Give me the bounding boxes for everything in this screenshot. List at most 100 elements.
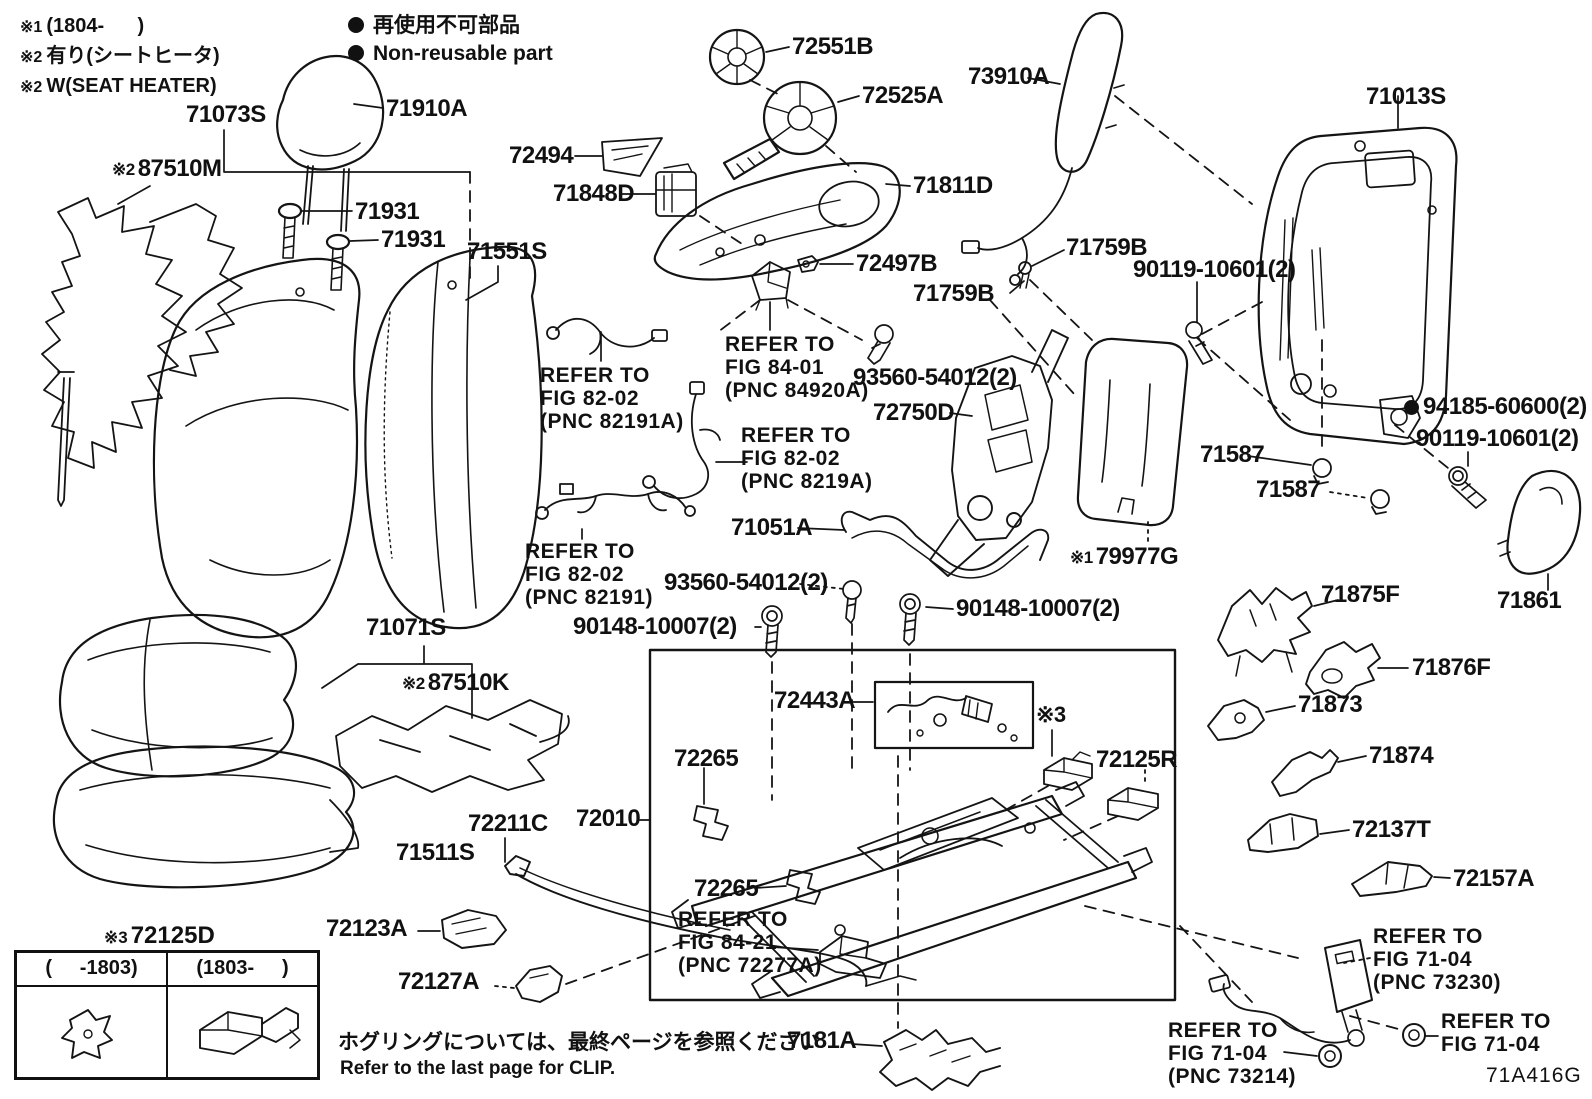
part-label-71876F: 71876F <box>1412 654 1491 681</box>
shield-drawing <box>653 162 901 281</box>
part-label-72125R: 72125R <box>1096 746 1178 773</box>
frame-wire-drawing <box>840 510 1050 579</box>
part-label-71551S: 71551S <box>467 238 547 265</box>
table-header-row: ( -1803) (1803- ) <box>17 953 317 987</box>
part-label-72127A: 72127A <box>398 968 480 995</box>
part-label-71051A: 71051A <box>731 514 813 541</box>
part-label-7181A: 7181A <box>788 1027 857 1054</box>
part-label-90148-10007-b: 90148-10007(2) <box>956 595 1120 622</box>
part-label-72525A: 72525A <box>862 82 944 109</box>
ref-fig-71-04-a: REFER TO FIG 71-04 (PNC 73230) <box>1373 925 1502 994</box>
leader-lines <box>117 46 1549 1057</box>
headrest-drawing <box>276 54 385 232</box>
table-col-after-1803: (1803- ) <box>196 957 289 979</box>
part-label-72443A: 72443A <box>774 687 856 714</box>
part-label-72157A: 72157A <box>1453 865 1535 892</box>
figure-code: 71A416G <box>1486 1064 1582 1087</box>
note-line: ※1(1804- ) <box>20 15 145 37</box>
part-label-90119-10601-b: 90119-10601(2) <box>1416 425 1579 452</box>
seatback-board-drawing <box>1076 337 1189 527</box>
ref-fig-84-01: REFER TO FIG 84-01 (PNC 84920A) <box>725 333 869 402</box>
headrest-support-screws <box>277 202 351 291</box>
seatback-heater-drawing <box>41 197 243 507</box>
part-label-71759B-a: 71759B <box>1066 234 1148 261</box>
clip-variant-table: ( -1803) (1803- ) <box>14 950 320 1080</box>
part-label-71013S: 71013S <box>1366 83 1446 110</box>
part-label-94185-60600: 94185-60600(2) <box>1404 394 1587 420</box>
table-cell-clip-before <box>17 987 168 1080</box>
footer-note-jp: ホグリングについては、最終ページを参照ください <box>338 1031 820 1054</box>
seatback-cover-drawings <box>152 245 543 639</box>
part-label-72551B: 72551B <box>792 33 874 60</box>
legend-line-jp: 再使用不可部品 <box>348 12 553 40</box>
ref-fig-71-04-c: REFER TO FIG 71-04 <box>1441 1010 1551 1056</box>
footer-note-en: Refer to the last page for CLIP. <box>340 1058 616 1079</box>
ref-fig-82-02-b: REFER TO FIG 82-02 (PNC 8219A) <box>741 424 873 493</box>
part-label-71587-b: 71587 <box>1256 476 1321 503</box>
rod-and-clip-drawings <box>441 855 917 1003</box>
part-label-71861: 71861 <box>1497 587 1562 614</box>
table-cell-clip-after <box>168 987 317 1080</box>
non-reusable-bullet-icon <box>1404 400 1419 415</box>
part-label-72497B: 72497B <box>856 250 938 277</box>
seat-track-assembly <box>648 648 1177 1002</box>
grommet-and-cap-drawings <box>1312 458 1582 575</box>
part-label-71875F: 71875F <box>1321 581 1400 608</box>
non-reusable-legend: 再使用不可部品 Non-reusable part <box>348 12 553 68</box>
non-reusable-bullet-icon <box>348 45 364 61</box>
part-label-72010: 72010 <box>576 805 641 832</box>
legend-line-en: Non-reusable part <box>348 40 553 68</box>
wire-harness-drawings <box>535 318 721 520</box>
part-label-72750D: 72750D <box>873 399 955 426</box>
part-label-93560-54012-a: 93560-54012(2) <box>853 364 1017 391</box>
cushion-drawings <box>52 613 360 889</box>
part-label-71874: 71874 <box>1369 742 1434 769</box>
part-label-71811D: 71811D <box>913 172 993 199</box>
part-label-90148-10007-a: 90148-10007(2) <box>573 613 737 640</box>
part-label-73910A: 73910A <box>968 63 1050 90</box>
dashed-connection-lines <box>469 79 1449 1031</box>
height-adjuster-drawing <box>879 1029 1001 1091</box>
part-label-72123A: 72123A <box>326 915 408 942</box>
part-label-72137T: 72137T <box>1352 816 1431 843</box>
ref-fig-82-02-a: REFER TO FIG 82-02 (PNC 82191A) <box>540 364 684 433</box>
part-label-90119-10601-a: 90119-10601(2) <box>1133 256 1296 283</box>
part-label-71848D: 71848D <box>553 180 635 207</box>
part-label-71931-b: 71931 <box>381 226 446 253</box>
non-reusable-bullet-icon <box>348 17 364 33</box>
table-clip-drawings <box>61 1007 301 1059</box>
part-label-72211C: 72211C <box>468 810 548 837</box>
ref-fig-71-04-b: REFER TO FIG 71-04 (PNC 73214) <box>1168 1019 1297 1088</box>
ref-fig-84-21: REFER TO FIG 84-21 (PNC 72277A) <box>678 908 822 977</box>
dotted-leader-lines <box>494 491 1371 989</box>
part-label-93560-54012-b: 93560-54012(2) <box>664 569 828 596</box>
belt-buckle-drawings <box>1208 939 1426 1068</box>
part-label-71071S: 71071S <box>366 614 446 641</box>
part-label-71073S: 71073S <box>186 101 266 128</box>
part-label-71511S: 71511S <box>396 839 475 866</box>
recliner-drawing <box>929 329 1069 577</box>
part-label-71931-a: 71931 <box>355 198 420 225</box>
table-body-row <box>17 987 317 1080</box>
recliner-cover-drawings <box>1207 587 1433 897</box>
part-label-71873: 71873 <box>1298 691 1363 718</box>
part-label-72265-a: 72265 <box>674 745 739 772</box>
part-label-72494: 72494 <box>509 142 574 169</box>
ref-fig-82-02-c: REFER TO FIG 82-02 (PNC 82191) <box>525 540 654 609</box>
part-label-71587-a: 71587 <box>1200 441 1265 468</box>
part-label-71910A: 71910A <box>386 95 468 122</box>
table-col-before-1803: ( -1803) <box>17 953 168 985</box>
side-airbag-drawing <box>961 11 1125 286</box>
part-label-71759B-b: 71759B <box>913 280 995 307</box>
screw-drawings <box>761 321 1487 658</box>
mark-label-3: ※3 <box>1036 702 1066 727</box>
